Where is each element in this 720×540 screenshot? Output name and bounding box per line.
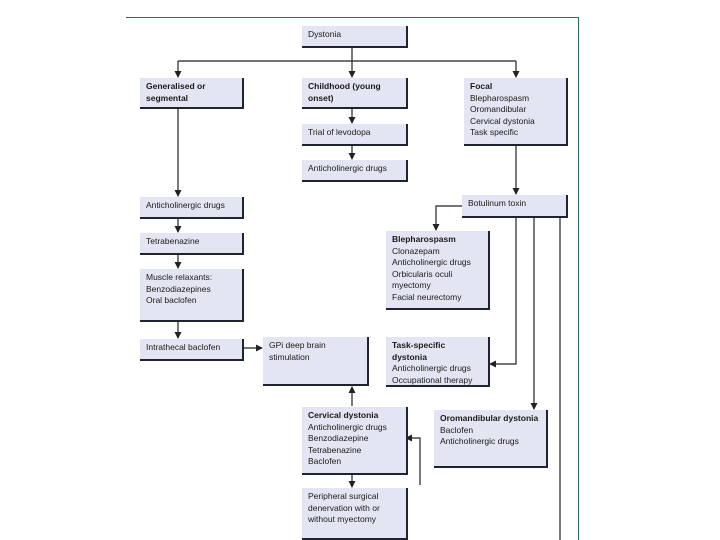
node-intrathecal-line: Intrathecal baclofen xyxy=(146,342,221,352)
node-blepharospasm-line: Anticholinergic drugs xyxy=(392,257,471,267)
node-oromandibular-line: Anticholinergic drugs xyxy=(440,436,519,446)
arrow-peripheral-cervical xyxy=(405,434,421,485)
node-levodopa-line: Trial of levodopa xyxy=(308,127,371,137)
node-anticholinergic-generalised-line: Anticholinergic drugs xyxy=(146,200,225,210)
node-oromandibular-line: Baclofen xyxy=(440,424,474,435)
node-muscle-relaxants-line: Muscle relaxants: xyxy=(146,272,213,282)
node-muscle-relaxants: Muscle relaxants: Benzodiazepines Oral b… xyxy=(140,269,244,322)
node-anticholinergic-generalised: Anticholinergic drugs xyxy=(140,197,244,219)
node-focal-line: Blepharospasm xyxy=(470,92,530,103)
node-focal: Focal Blepharospasm Oromandibular Cervic… xyxy=(464,78,568,146)
node-cervical-line: Baclofen xyxy=(308,456,342,466)
frame-top-line xyxy=(126,17,579,18)
node-task-specific-line: Occupational therapy xyxy=(392,374,473,385)
node-blepharospasm-line: Orbicularis oculi xyxy=(392,268,453,279)
node-blepharospasm-line: Clonazepam xyxy=(392,245,440,256)
arrow-botulinum-blepharospasm xyxy=(432,205,462,231)
node-generalised: Generalised or segmental xyxy=(140,78,244,109)
node-dystonia-title: Dystonia xyxy=(308,29,342,39)
node-generalised-title: Generalised or segmental xyxy=(146,81,206,103)
arrow-botulinum-taskspecific xyxy=(489,218,517,368)
frame-right-line xyxy=(578,17,579,540)
node-muscle-relaxants-line: Benzodiazepines xyxy=(146,283,211,294)
node-blepharospasm-line: Facial neurectomy xyxy=(392,291,462,302)
node-tetrabenazine-line: Tetrabenazine xyxy=(146,236,200,246)
node-blepharospasm-line: myectomy xyxy=(392,280,431,290)
node-childhood-title: Childhood (young onset) xyxy=(308,81,381,103)
node-muscle-relaxants-line: Oral baclofen xyxy=(146,295,197,305)
node-focal-line: Cervical dystonia xyxy=(470,115,535,126)
node-levodopa: Trial of levodopa xyxy=(302,124,408,146)
node-focal-line: Oromandibular xyxy=(470,104,527,114)
node-cervical-line: Anticholinergic drugs xyxy=(308,421,387,432)
node-blepharospasm: Blepharospasm Clonazepam Anticholinergic… xyxy=(386,231,490,310)
node-dystonia: Dystonia xyxy=(302,26,408,48)
node-anticholinergic-childhood-line: Anticholinergic drugs xyxy=(308,163,387,173)
node-task-specific-title: Task-specific dystonia xyxy=(392,340,446,362)
node-cervical-line: Tetrabenazine xyxy=(308,444,362,455)
node-oromandibular: Oromandibular dystonia Baclofen Antichol… xyxy=(434,410,548,468)
node-cervical-line: Benzodiazepine xyxy=(308,433,369,443)
node-gpi-line: stimulation xyxy=(269,351,310,362)
node-oromandibular-title: Oromandibular dystonia xyxy=(440,413,539,423)
node-gpi-line: GPi deep brain xyxy=(269,340,326,350)
node-peripheral-line: without myectomy xyxy=(308,514,377,524)
node-cervical: Cervical dystonia Anticholinergic drugs … xyxy=(302,407,408,475)
node-peripheral-line: denervation with or xyxy=(308,502,380,513)
node-peripheral-line: Peripheral surgical xyxy=(308,491,379,501)
node-anticholinergic-childhood: Anticholinergic drugs xyxy=(302,160,408,182)
node-task-specific-line: Anticholinergic drugs xyxy=(392,363,471,373)
node-cervical-title: Cervical dystonia xyxy=(308,410,379,420)
node-focal-title: Focal xyxy=(470,81,493,91)
node-intrathecal: Intrathecal baclofen xyxy=(140,339,244,361)
node-blepharospasm-title: Blepharospasm xyxy=(392,234,456,244)
node-focal-line: Task specific xyxy=(470,127,519,137)
node-tetrabenazine: Tetrabenazine xyxy=(140,233,244,255)
node-botulinum-line: Botulinum toxin xyxy=(468,198,527,208)
node-botulinum: Botulinum toxin xyxy=(462,195,568,218)
node-gpi: GPi deep brain stimulation xyxy=(263,337,369,386)
node-childhood: Childhood (young onset) xyxy=(302,78,408,109)
node-task-specific: Task-specific dystonia Anticholinergic d… xyxy=(386,337,490,387)
node-peripheral: Peripheral surgical denervation with or … xyxy=(302,488,408,540)
